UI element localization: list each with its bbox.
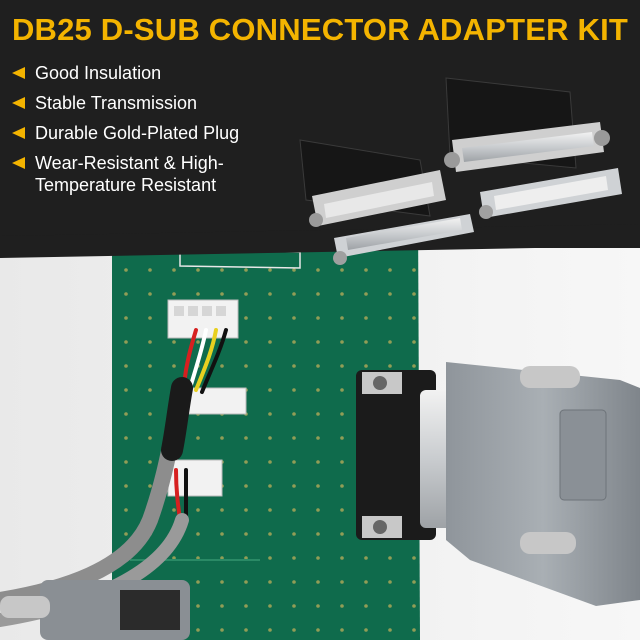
feature-item: Stable Transmission: [12, 92, 312, 114]
db25-connector-with-hood-large: [444, 77, 610, 172]
feature-text: Good Insulation: [35, 63, 162, 83]
feature-text-continued: Temperature Resistant: [35, 175, 217, 195]
banner-edge: [0, 224, 640, 258]
feature-item: Good Insulation: [12, 62, 312, 84]
wire-header-top: [167, 299, 239, 339]
banner-title: DB25 D-SUB CONNECTOR ADAPTER KIT: [11, 12, 629, 47]
feature-list: Good Insulation Stable Transmission Dura…: [12, 62, 312, 204]
feature-banner: DB25 D-SUB CONNECTOR ADAPTER KIT Good In…: [0, 0, 640, 250]
feature-item: Wear-Resistant & High- Temperature Resis…: [12, 152, 312, 196]
arrow-left-icon: [12, 127, 25, 139]
feature-text: Wear-Resistant & High-: [35, 153, 224, 173]
db25-loose-plug-right: [479, 168, 622, 219]
feature-item: Durable Gold-Plated Plug: [12, 122, 312, 144]
grey-connector-hood: [446, 362, 640, 606]
arrow-left-icon: [12, 157, 25, 169]
arrow-left-icon: [12, 97, 25, 109]
grey-connector-bottom-left: [0, 580, 190, 640]
db25-connector-with-hood-small: [299, 139, 446, 227]
db25-loose-plug-front: [333, 214, 474, 265]
feature-text: Stable Transmission: [35, 93, 198, 113]
arrow-left-icon: [12, 67, 25, 79]
wire-header-middle: [185, 387, 247, 415]
feature-text: Durable Gold-Plated Plug: [35, 123, 240, 143]
